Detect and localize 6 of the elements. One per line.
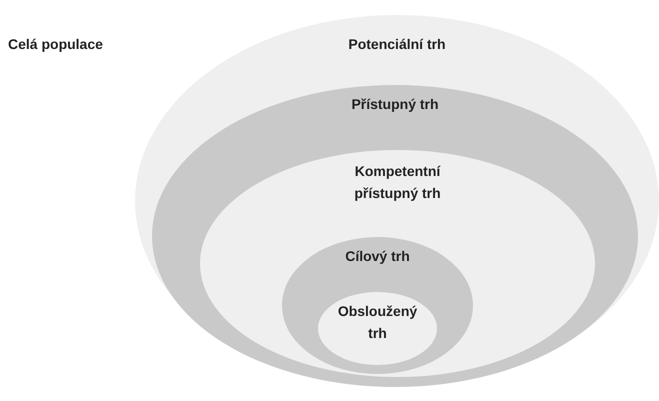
- market-label: Potenciální trh: [348, 35, 446, 54]
- market-label: Přístupný trh: [351, 95, 439, 114]
- market-label: Kompetentní přístupný trh: [353, 162, 442, 203]
- market-label: Obsloužený trh: [336, 302, 418, 343]
- market-label: Cílový trh: [345, 247, 410, 266]
- population-label: Celá populace: [8, 36, 103, 52]
